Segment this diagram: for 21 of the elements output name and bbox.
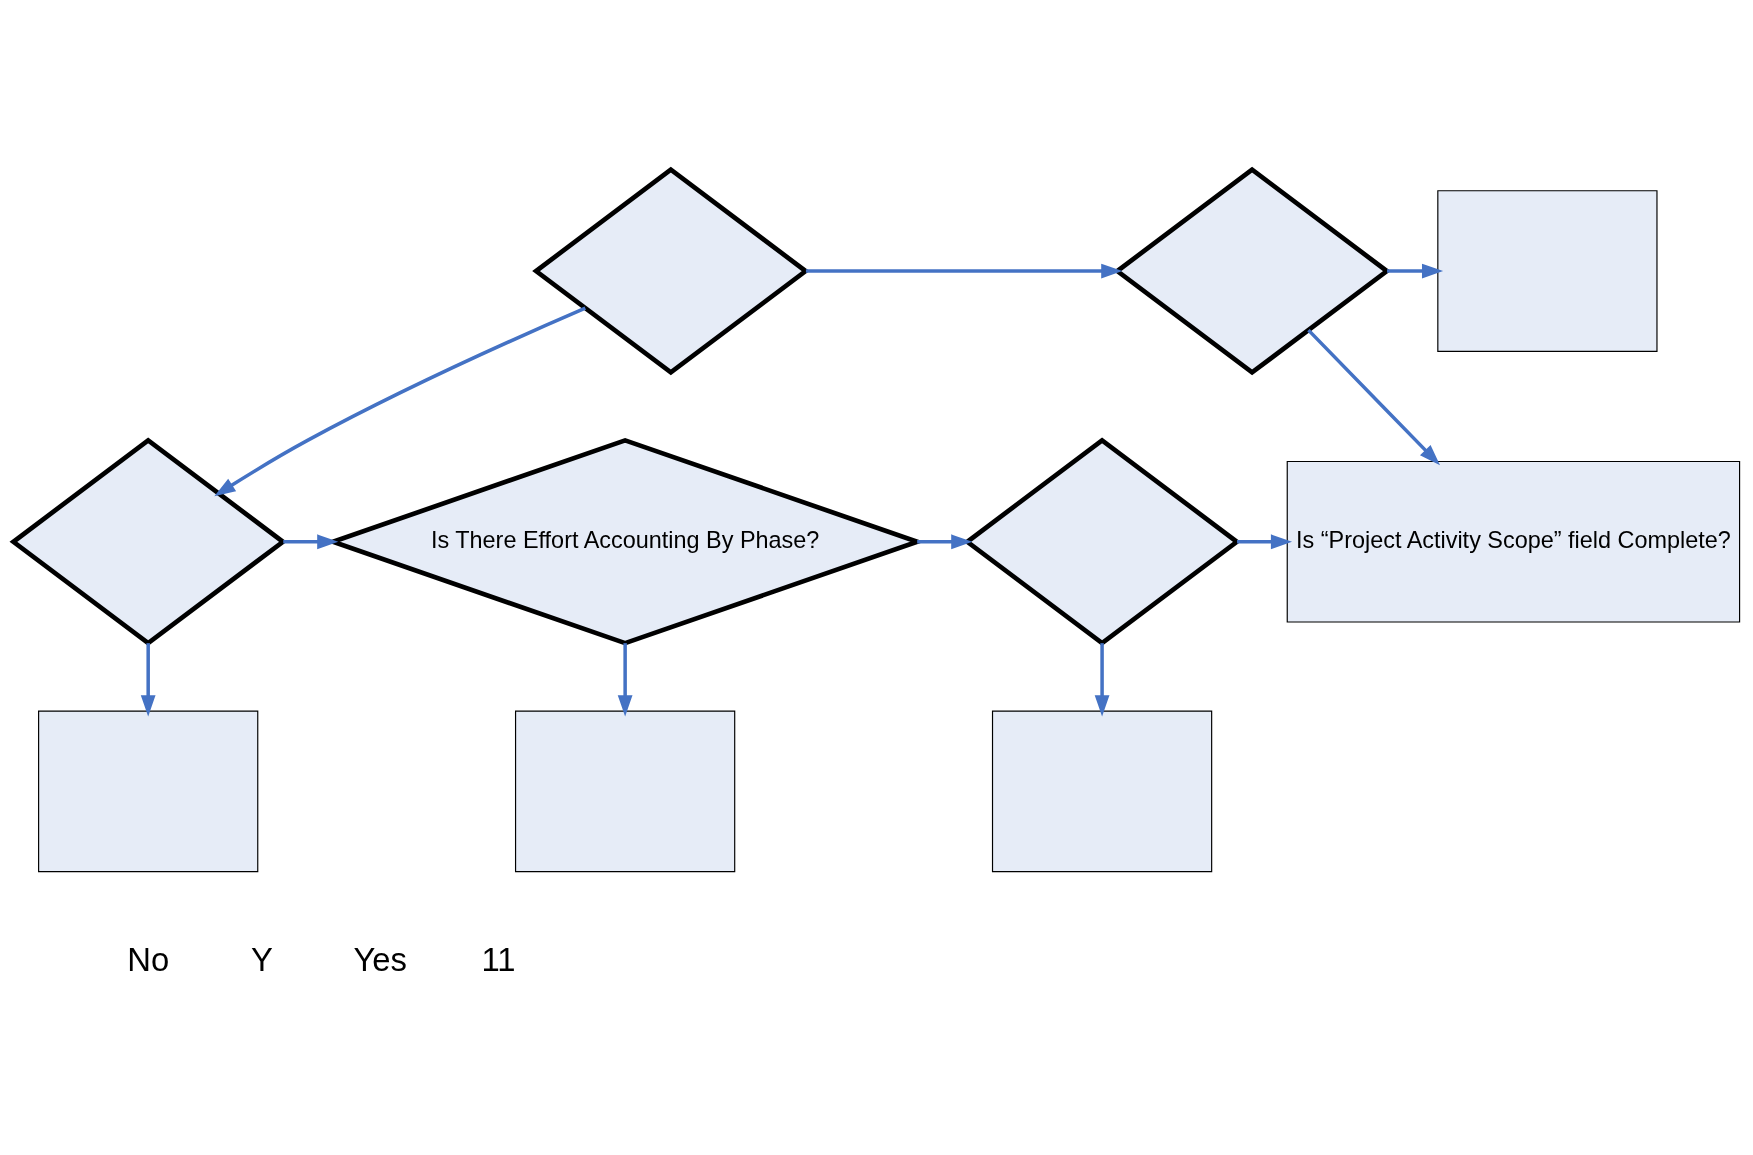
node-box	[991, 710, 1213, 873]
arrow	[1094, 643, 1110, 717]
arrow	[1307, 328, 1441, 466]
label: No	[127, 940, 170, 978]
node-diamond	[963, 437, 1241, 647]
arrow	[214, 306, 586, 497]
arrow	[283, 534, 339, 550]
arrow	[617, 643, 633, 717]
arrow	[1387, 263, 1444, 279]
arrow	[805, 263, 1123, 279]
label: Yes	[353, 940, 407, 978]
node-box: Is “Project Activity Scope” field Complete?	[1286, 460, 1741, 623]
node-box	[38, 710, 259, 873]
label: Y	[250, 940, 273, 978]
node-box	[514, 710, 736, 873]
arrow	[1237, 534, 1293, 550]
arrow	[140, 643, 156, 717]
label: 11	[481, 940, 516, 978]
node-box	[1437, 190, 1658, 352]
arrow	[917, 534, 973, 550]
node-diamond	[9, 437, 287, 647]
